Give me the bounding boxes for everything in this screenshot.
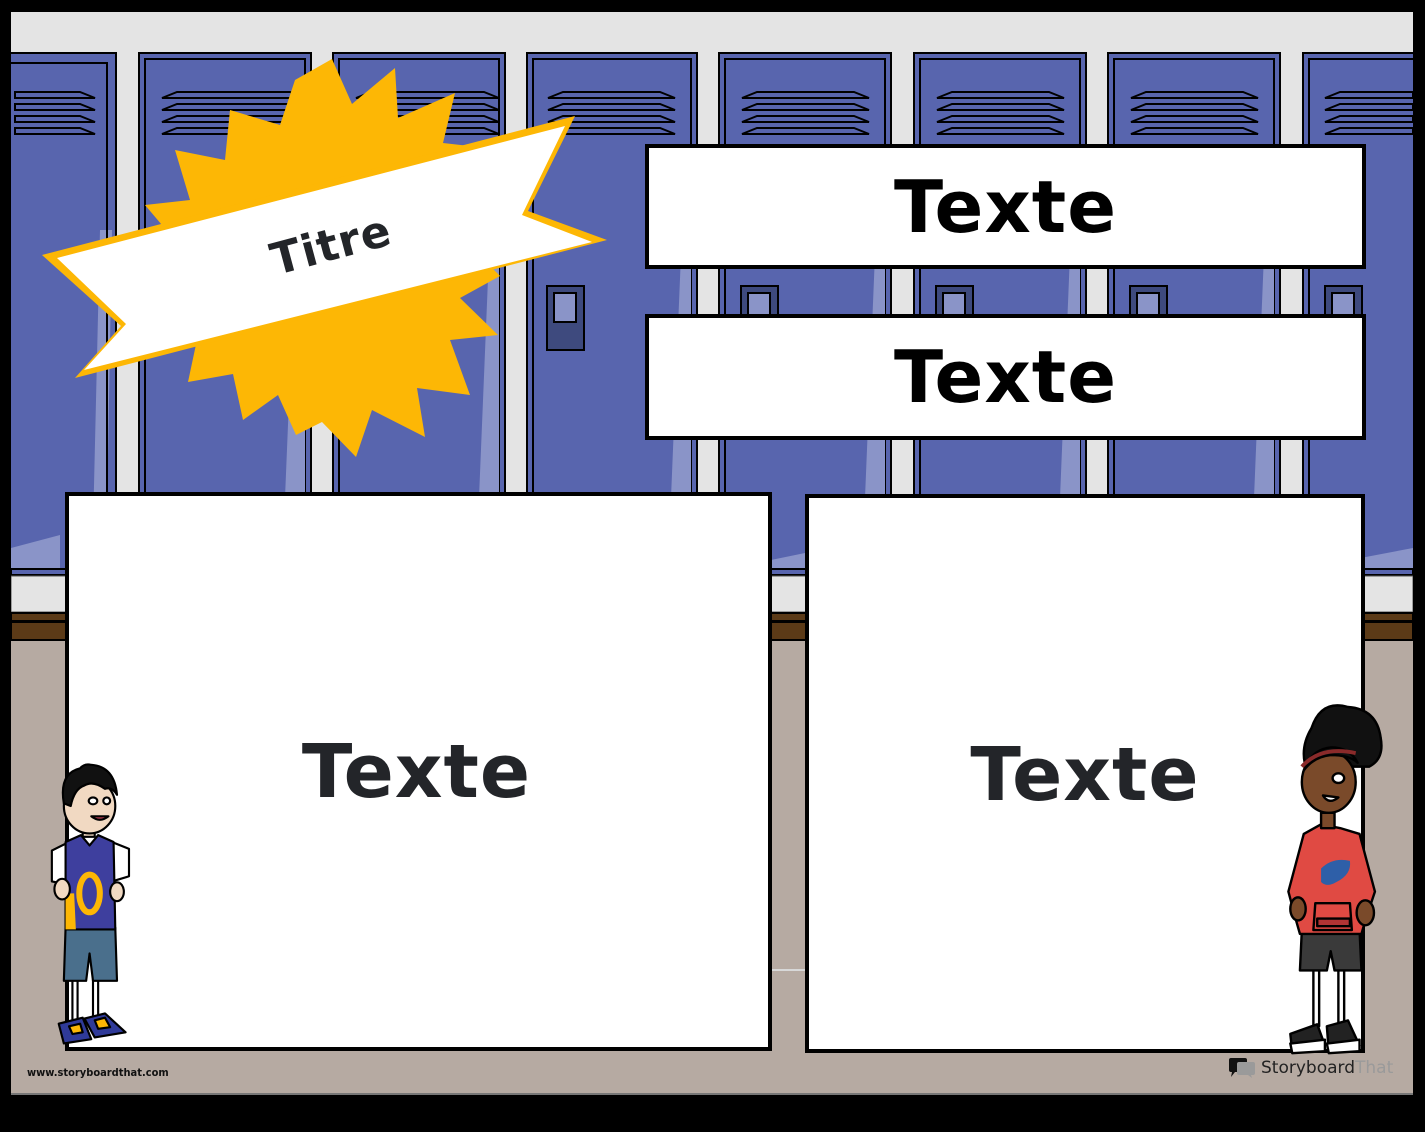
title-banner xyxy=(57,126,592,370)
text-box-left-label: Texte xyxy=(301,728,532,815)
text-box-top-2[interactable]: Texte xyxy=(645,314,1366,440)
text-box-top-2-label: Texte xyxy=(893,335,1118,419)
text-box-top-1[interactable]: Texte xyxy=(645,144,1366,269)
text-box-right[interactable]: Texte xyxy=(805,494,1365,1053)
text-box-right-label: Texte xyxy=(970,731,1200,818)
logo-text-that: That xyxy=(1355,1058,1394,1078)
text-box-top-1-label: Texte xyxy=(893,164,1118,249)
lockers xyxy=(11,52,1413,572)
speech-bubble-icon xyxy=(1229,1058,1255,1078)
logo-text-storyboard: Storyboard xyxy=(1261,1058,1355,1078)
character-girl[interactable] xyxy=(1273,697,1398,1067)
storyboardthat-logo[interactable]: StoryboardThat xyxy=(1227,1057,1393,1079)
title-starburst xyxy=(42,59,607,457)
storyboardthat-url[interactable]: www.storyboardthat.com xyxy=(27,1066,169,1079)
text-box-left[interactable]: Texte xyxy=(65,492,772,1051)
character-boy[interactable] xyxy=(33,732,153,1072)
poster-canvas: Titre Texte Texte Texte Texte xyxy=(11,12,1413,1095)
